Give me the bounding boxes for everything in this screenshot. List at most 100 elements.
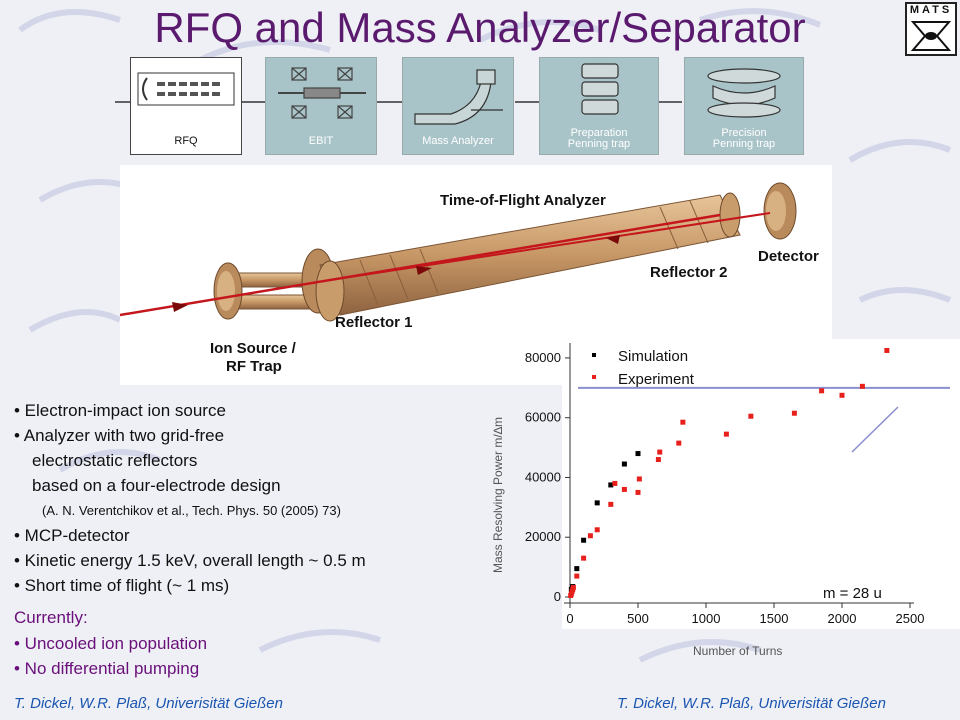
experiment-point — [676, 440, 682, 446]
reference: (A. N. Verentchikov et al., Tech. Phys. … — [42, 503, 341, 518]
experiment-point — [884, 347, 890, 353]
experiment-point — [655, 457, 661, 463]
rfq-icon — [137, 72, 235, 106]
simulation-point — [608, 482, 614, 488]
detector — [763, 182, 797, 240]
bullet-analyzer-cont-2: based on a four-electrode design — [32, 476, 281, 495]
aberration-pointer-line — [851, 406, 899, 453]
x-axis-label: Number of Turns — [693, 644, 782, 658]
y-tick-label: 80000 — [525, 350, 561, 365]
experiment-point — [621, 486, 627, 492]
experiment-point — [574, 573, 580, 579]
bullet-analyzer: • Analyzer with two grid-free — [14, 426, 225, 445]
uncooled-label: with uncooled ions — [705, 484, 845, 503]
experiment-point — [594, 527, 600, 533]
ion-source-label-1: Ion Source / — [210, 340, 297, 357]
mass-annotation: m = 28 u — [823, 585, 882, 602]
stage-label-precision-2: Penning trap — [712, 138, 776, 150]
experiment-point — [839, 392, 845, 398]
page-title: RFQ and Mass Analyzer/Separator — [154, 4, 806, 51]
stage-preparation-trap: Preparation Penning trap — [539, 57, 659, 155]
y-axis-label: Mass Resolving Power m/∆m — [491, 417, 505, 573]
stage-rfq: RFQ — [130, 57, 242, 155]
tof-title: Time-of-Flight Analyzer — [440, 192, 606, 209]
resolving-power-chart: 0 20000 40000 60000 80000 0 500 1000 1500 2000 250… — [491, 339, 960, 658]
y-tick-label: 0 — [554, 589, 561, 604]
experiment-point — [635, 489, 641, 495]
stage-label-mass-analyzer: Mass Analyzer — [422, 135, 494, 147]
cooled-value-post: (expected) — [792, 571, 878, 591]
cooled-value-sup: 5 — [786, 571, 793, 583]
stage-label-rfq: RFQ — [174, 135, 198, 147]
legend-experiment-marker — [592, 375, 596, 379]
stage-label-preparation-1: Preparation — [570, 127, 628, 139]
x-tick-label: 1500 — [760, 611, 789, 626]
experiment-point — [570, 584, 576, 590]
reflector-1-label: Reflector 1 — [335, 314, 413, 331]
cooled-label: with cooled ions — [705, 542, 826, 561]
currently-item-uncooled: • Uncooled ion population — [14, 634, 208, 653]
feature-list: • Electron-impact ion source • Analyzer … — [14, 398, 484, 598]
currently-heading: Currently: — [14, 608, 88, 627]
reflector-tube — [315, 192, 741, 322]
stage-ebit: EBIT — [265, 57, 377, 155]
stage-mass-analyzer: Mass Analyzer — [402, 57, 514, 155]
trap-icon — [910, 21, 952, 51]
experiment-point — [859, 383, 865, 389]
legend-experiment: Experiment — [618, 371, 695, 388]
simulation-point — [635, 451, 641, 457]
ion-source-label-2: RF Trap — [226, 358, 282, 375]
preparation-trap-icon — [581, 63, 619, 115]
experiment-point — [581, 555, 587, 561]
currently-item-pumping: • No differential pumping — [14, 659, 200, 678]
footer-left: T. Dickel, W.R. Plaß, Univerisität Gieße… — [14, 695, 283, 712]
stage-label-preparation-2: Penning trap — [567, 138, 631, 150]
experiment-point — [587, 533, 593, 539]
x-tick-label: 2500 — [896, 611, 925, 626]
cooled-value-pre: m/∆m > 10 — [705, 571, 787, 591]
y-tick-label: 20000 — [525, 529, 561, 544]
aberration-limit-label: Aberration limit — [705, 459, 819, 478]
experiment-point — [636, 476, 642, 482]
simulation-point — [574, 566, 580, 572]
experiment-point — [791, 410, 797, 416]
mats-logo: MATS — [905, 2, 957, 56]
stage-precision-trap: Precision Penning trap — [684, 57, 804, 155]
cooled-value: m/∆m > 105 (expected) — [705, 565, 878, 594]
x-tick-label: 1000 — [692, 611, 721, 626]
simulation-point — [594, 500, 600, 506]
simulation-point — [581, 537, 587, 543]
experiment-point — [680, 419, 686, 425]
x-tick-label: 500 — [627, 611, 649, 626]
bullet-kinetic-energy: • Kinetic energy 1.5 keV, overall length… — [14, 551, 366, 570]
uncooled-value: m/∆m = 70,000 — [705, 509, 820, 528]
mass-analyzer-icon — [414, 69, 503, 125]
detector-label: Detector — [758, 248, 819, 265]
bullet-analyzer-cont-1: electrostatic reflectors — [32, 451, 198, 470]
reflector-2-label: Reflector 2 — [650, 264, 728, 281]
experiment-point — [723, 431, 729, 437]
x-tick-label: 0 — [566, 611, 573, 626]
experiment-point — [748, 413, 754, 419]
y-tick-label: 60000 — [525, 410, 561, 425]
experiment-point — [819, 388, 825, 394]
stage-arrows — [115, 101, 682, 103]
experiment-point — [612, 480, 618, 486]
bullet-ion-source: • Electron-impact ion source — [14, 401, 226, 420]
experiment-point — [657, 449, 663, 455]
x-tick-label: 2000 — [828, 611, 857, 626]
y-tick-label: 40000 — [525, 469, 561, 484]
ebit-icon — [278, 67, 366, 119]
footer-right: T. Dickel, W.R. Plaß, Univerisität Gieße… — [617, 695, 886, 712]
ion-beam — [120, 212, 771, 317]
precision-trap-icon — [707, 68, 781, 118]
experiment-point — [608, 501, 614, 507]
logo-text: MATS — [909, 4, 953, 16]
stage-label-ebit: EBIT — [308, 135, 334, 147]
legend-simulation: Simulation — [618, 348, 688, 365]
simulation-point — [621, 461, 627, 467]
bullet-detector: • MCP-detector — [14, 526, 130, 545]
legend-simulation-marker — [592, 353, 596, 357]
stage-label-precision-1: Precision — [721, 127, 767, 139]
bullet-time-of-flight: • Short time of flight (~ 1 ms) — [14, 576, 230, 595]
